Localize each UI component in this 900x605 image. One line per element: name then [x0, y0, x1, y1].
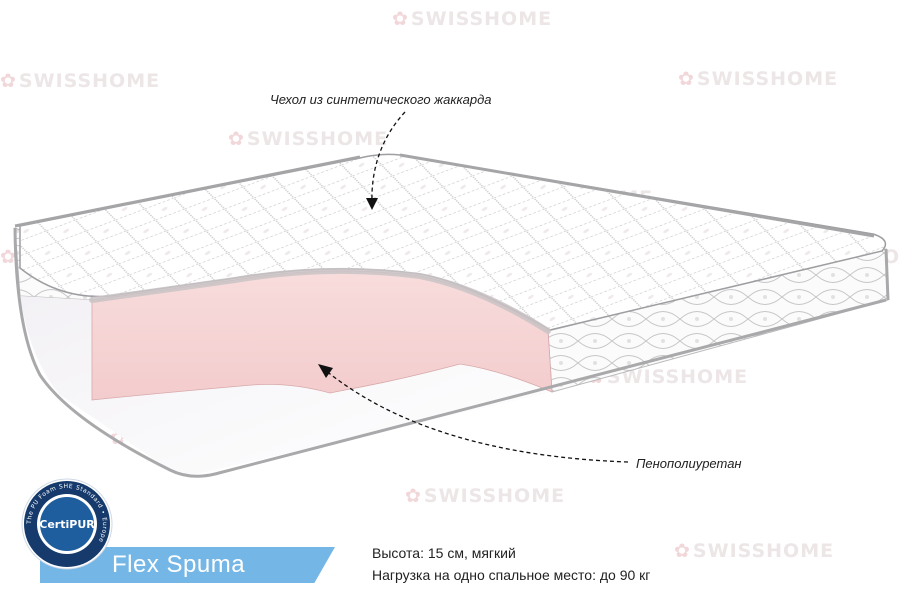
spec-load: Нагрузка на одно спальное место: до 90 к…	[372, 567, 651, 583]
watermark-star-icon: ✿	[228, 128, 245, 150]
foam-top-edge	[89, 267, 551, 334]
watermark-swisshome: ✿SWISSHOME	[228, 128, 389, 150]
watermark-swisshome: ✿SWISSHOME	[0, 70, 161, 92]
cover-callout-label: Чехол из синтетического жаккарда	[270, 92, 492, 107]
watermark-swisshome: ✿SWISSHOME	[678, 68, 839, 90]
watermark-star-icon: ✿	[0, 70, 17, 92]
foam-callout-arrow	[324, 369, 629, 463]
cover-arrowhead-icon	[366, 198, 378, 210]
watermark-swisshome: ✿SWISSHOME	[392, 8, 553, 30]
badge-label: CertiPUR	[39, 518, 95, 531]
watermark-star-icon: ✿	[678, 68, 695, 90]
mattress-bottom-piping	[13, 227, 887, 478]
watermark-star-icon: ✿	[674, 540, 691, 562]
mattress-right-edge	[884, 248, 890, 301]
mattress-piping	[399, 153, 875, 238]
spec-height: Высота: 15 см, мягкий	[372, 545, 516, 561]
product-name: Flex Spuma	[112, 551, 246, 578]
watermark-star-icon: ✿	[392, 8, 409, 30]
foam-callout-label: Пенополиуретан	[636, 456, 742, 471]
watermark-swisshome: ✿SWISSHOME	[674, 540, 835, 562]
certipur-badge: The PU Foam SHE Standard • Europe CertiP…	[21, 478, 113, 570]
watermark-star-icon: ✿	[405, 485, 422, 507]
mattress-piping	[14, 155, 361, 228]
cover-callout-arrow	[371, 111, 406, 206]
foam-arrowhead-icon	[318, 364, 333, 378]
watermark-swisshome: ✿SWISSHOME	[405, 485, 566, 507]
watermark-star-icon: ✿	[0, 246, 17, 268]
